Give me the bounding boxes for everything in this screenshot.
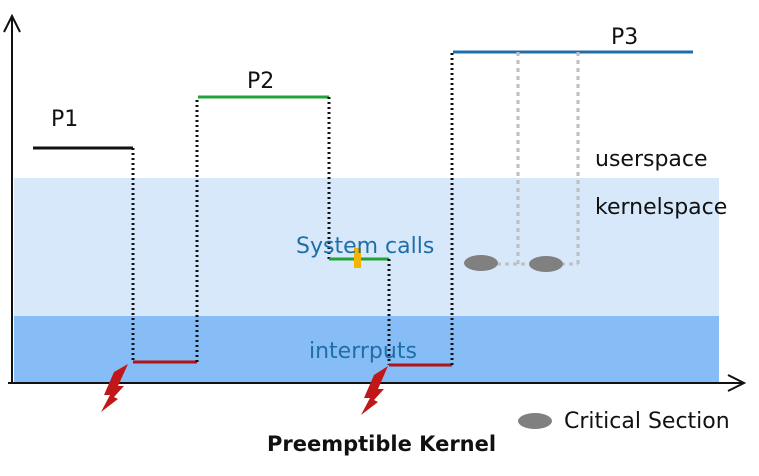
critical-section-marker-2 xyxy=(529,256,563,272)
kernelspace-label: kernelspace xyxy=(595,195,727,220)
y-axis-arrow-icon xyxy=(3,13,21,33)
lock-marker xyxy=(354,248,361,268)
interrupts-label: interrputs xyxy=(309,339,417,364)
critical-section-legend-label: Critical Section xyxy=(564,409,730,434)
x-axis-arrow-icon xyxy=(727,374,747,392)
ellipse-icon xyxy=(518,413,552,429)
p2-label: P2 xyxy=(247,69,274,94)
userspace-label: userspace xyxy=(595,147,708,172)
diagram-title: Preemptible Kernel xyxy=(267,432,496,456)
critical-section-marker-1 xyxy=(464,255,498,271)
lightning-bolt-icon xyxy=(101,364,128,412)
p1-label: P1 xyxy=(51,107,78,132)
lightning-bolt-icon xyxy=(361,366,388,415)
p3-label: P3 xyxy=(611,25,638,50)
system-calls-label: System calls xyxy=(296,234,434,259)
